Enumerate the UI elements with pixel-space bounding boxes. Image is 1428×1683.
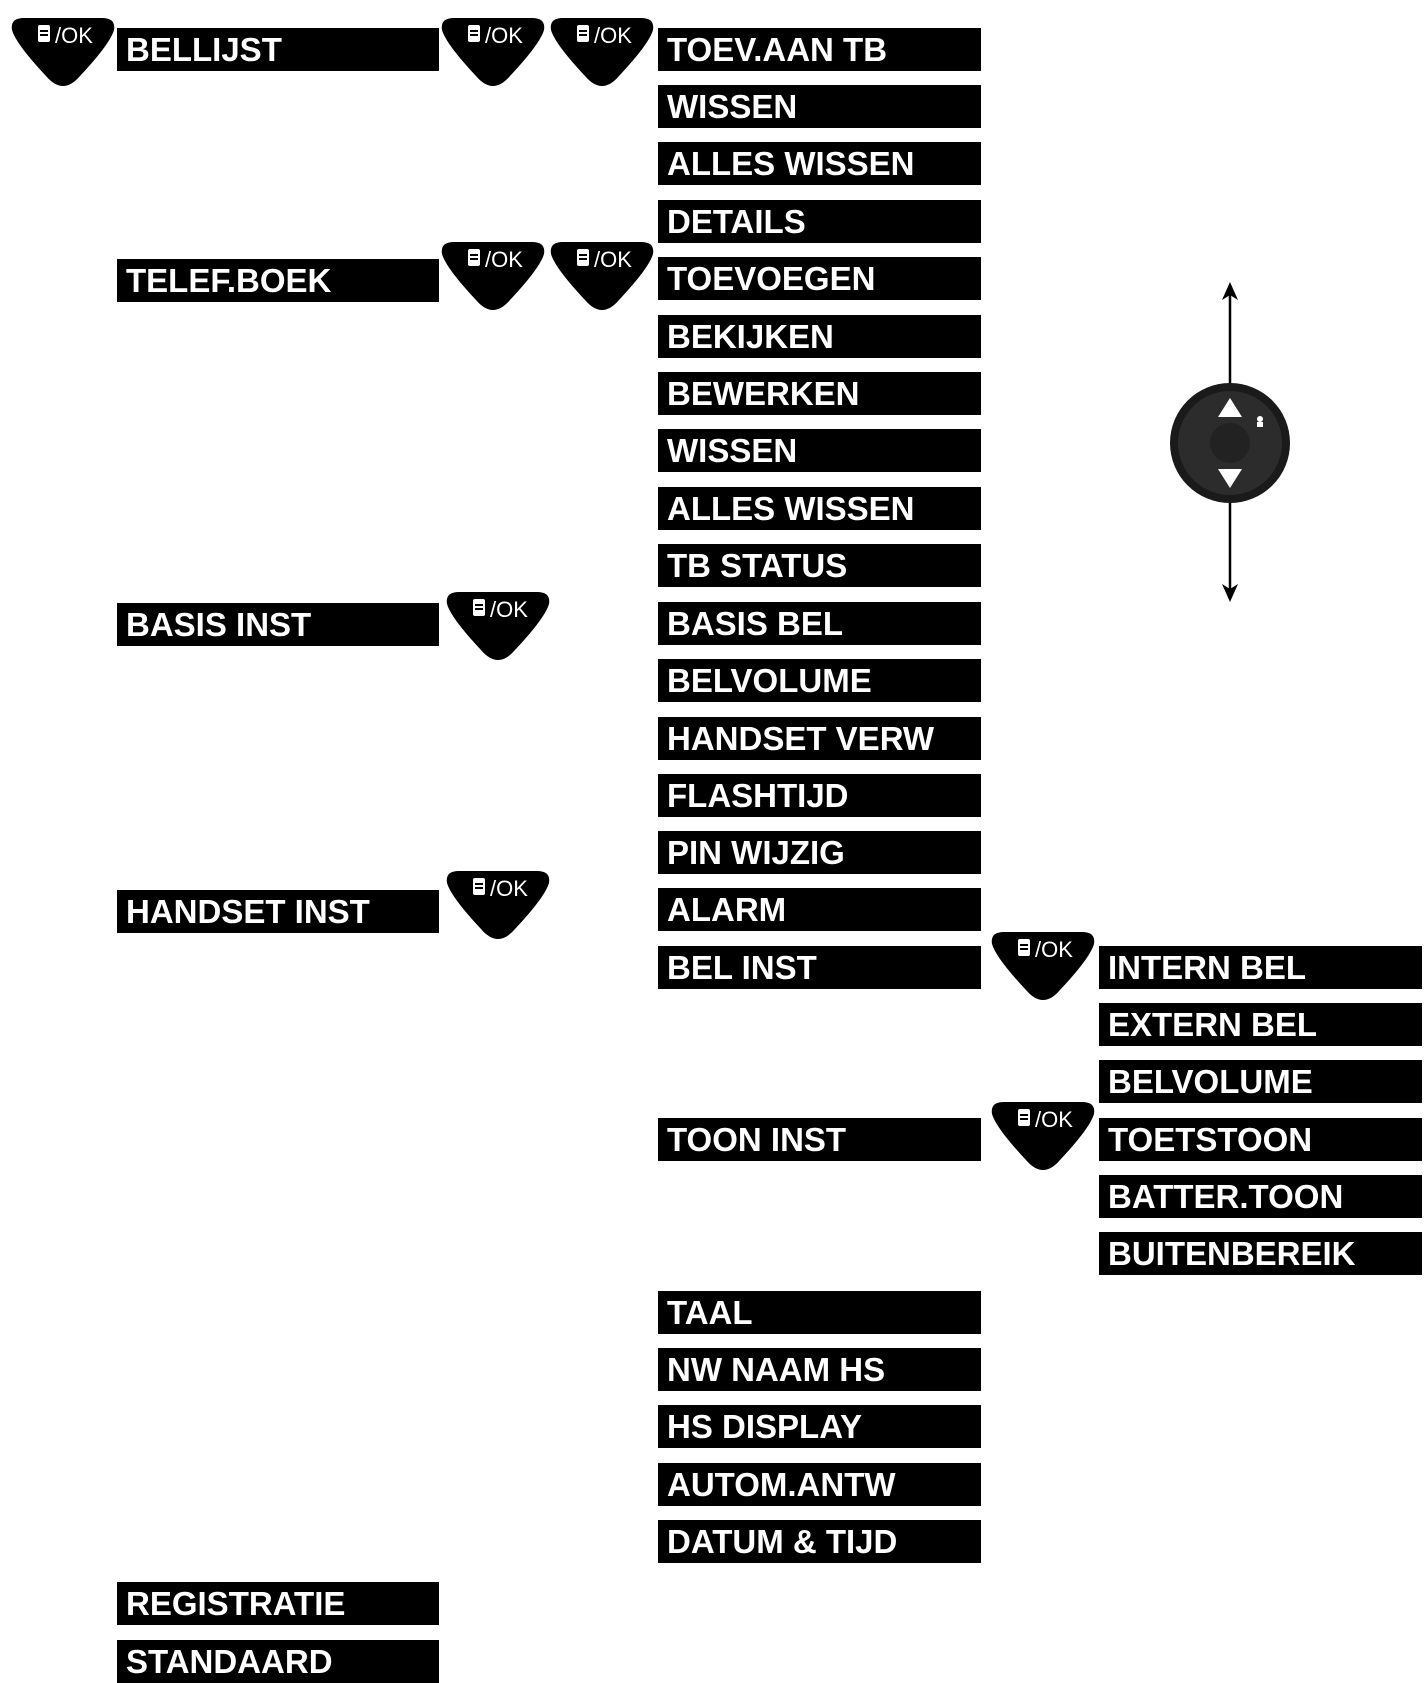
menu-bellijst[interactable]: BELLIJST — [117, 28, 439, 71]
submenu-bel-inst[interactable]: BEL INST — [658, 946, 981, 989]
menu-ok-button-icon[interactable]: /OK — [445, 590, 551, 668]
menu-ok-button-icon[interactable]: /OK — [445, 869, 551, 947]
submenu-toevoegen[interactable]: TOEVOEGEN — [658, 257, 981, 300]
subsubmenu-belvolume[interactable]: BELVOLUME — [1099, 1060, 1422, 1103]
menu-handset-inst[interactable]: HANDSET INST — [117, 890, 439, 933]
submenu-basis-bel[interactable]: BASIS BEL — [658, 602, 981, 645]
subsubmenu-buitenbereik[interactable]: BUITENBEREIK — [1099, 1232, 1422, 1275]
ok-label: /OK — [490, 876, 528, 901]
ok-label: /OK — [485, 247, 523, 272]
menu-ok-button-icon[interactable]: /OK — [10, 16, 116, 94]
ok-label: /OK — [1035, 1107, 1073, 1132]
submenu-alles-wissen[interactable]: ALLES WISSEN — [658, 142, 981, 185]
menu-ok-button-icon[interactable]: /OK — [990, 1100, 1096, 1178]
subsubmenu-toetstoon[interactable]: TOETSTOON — [1099, 1118, 1422, 1161]
subsubmenu-batter-toon[interactable]: BATTER.TOON — [1099, 1175, 1422, 1218]
submenu-belvolume[interactable]: BELVOLUME — [658, 659, 981, 702]
submenu-datum-tijd[interactable]: DATUM & TIJD — [658, 1520, 981, 1563]
menu-standaard[interactable]: STANDAARD — [117, 1640, 439, 1683]
ok-label: /OK — [55, 23, 93, 48]
submenu-details[interactable]: DETAILS — [658, 200, 981, 243]
submenu-toon-inst[interactable]: TOON INST — [658, 1118, 981, 1161]
subsubmenu-intern-bel[interactable]: INTERN BEL — [1099, 946, 1422, 989]
submenu-nw-naam-hs[interactable]: NW NAAM HS — [658, 1348, 981, 1391]
submenu-autom-antw[interactable]: AUTOM.ANTW — [658, 1463, 981, 1506]
menu-basis-inst[interactable]: BASIS INST — [117, 603, 439, 646]
submenu-bekijken[interactable]: BEKIJKEN — [658, 315, 981, 358]
menu-ok-button-icon[interactable]: /OK — [440, 240, 546, 318]
submenu-wissen-tb[interactable]: WISSEN — [658, 429, 981, 472]
submenu-wissen[interactable]: WISSEN — [658, 85, 981, 128]
menu-ok-button-icon[interactable]: /OK — [990, 930, 1096, 1008]
submenu-alarm[interactable]: ALARM — [658, 888, 981, 931]
subsubmenu-extern-bel[interactable]: EXTERN BEL — [1099, 1003, 1422, 1046]
submenu-taal[interactable]: TAAL — [658, 1291, 981, 1334]
ok-label: /OK — [1035, 937, 1073, 962]
ok-label: /OK — [594, 23, 632, 48]
submenu-hs-display[interactable]: HS DISPLAY — [658, 1405, 981, 1448]
submenu-toev-aan-tb[interactable]: TOEV.AAN TB — [658, 28, 981, 71]
submenu-pin-wijzig[interactable]: PIN WIJZIG — [658, 831, 981, 874]
submenu-bewerken[interactable]: BEWERKEN — [658, 372, 981, 415]
submenu-flashtijd[interactable]: FLASHTIJD — [658, 774, 981, 817]
ok-label: /OK — [485, 23, 523, 48]
ok-label: /OK — [594, 247, 632, 272]
menu-ok-button-icon[interactable]: /OK — [549, 16, 655, 94]
menu-ok-button-icon[interactable]: /OK — [440, 16, 546, 94]
up-down-navigation-key-icon[interactable] — [1168, 280, 1292, 604]
menu-ok-button-icon[interactable]: /OK — [549, 240, 655, 318]
submenu-handset-verw[interactable]: HANDSET VERW — [658, 717, 981, 760]
submenu-alles-wissen-tb[interactable]: ALLES WISSEN — [658, 487, 981, 530]
ok-label: /OK — [490, 597, 528, 622]
menu-registratie[interactable]: REGISTRATIE — [117, 1582, 439, 1625]
submenu-tb-status[interactable]: TB STATUS — [658, 544, 981, 587]
menu-telef-boek[interactable]: TELEF.BOEK — [117, 259, 439, 302]
